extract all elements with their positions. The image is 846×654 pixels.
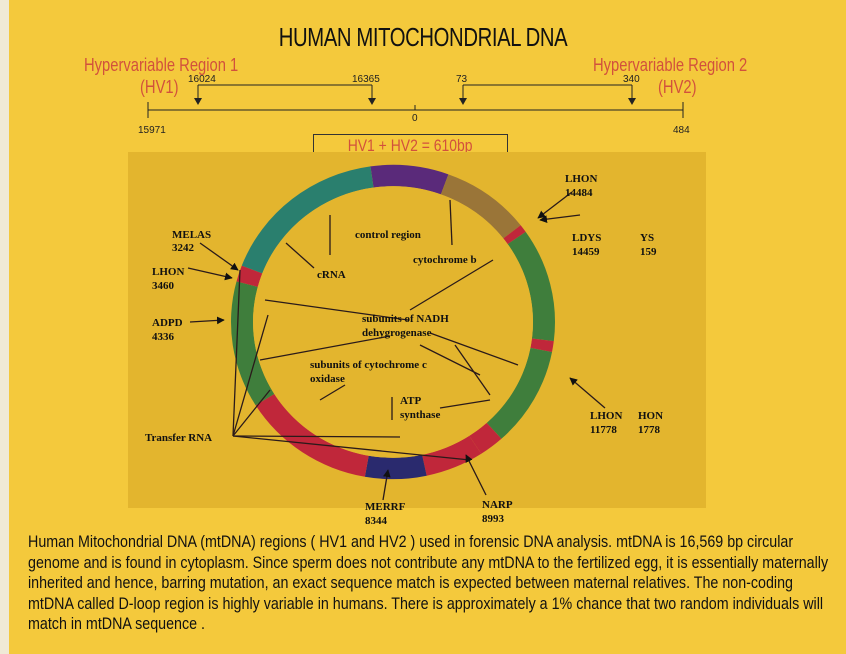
label-lhon-left-pos: 3460	[152, 280, 175, 292]
label-ys-name: YS	[640, 232, 654, 244]
label-ldys-pos: 14459	[572, 246, 600, 258]
label-adpd-pos: 4336	[152, 331, 175, 343]
label-crna: cRNA	[317, 269, 346, 281]
label-control-region: control region	[355, 229, 421, 241]
label-lhon-top-name: LHON	[565, 173, 597, 185]
label-melas-name: MELAS	[172, 229, 211, 241]
label-cytochrome-b: cytochrome b	[413, 254, 477, 266]
label-nadh-1: subunits of NADH	[362, 313, 449, 325]
label-atp-1: ATP	[400, 395, 421, 407]
label-narp-name: NARP	[482, 499, 513, 511]
label-cyto-c-2: oxidase	[310, 373, 345, 385]
label-narp-pos: 8993	[482, 513, 505, 525]
label-lhon-right-name: LHON	[590, 410, 622, 422]
label-hon-pos: 1778	[638, 424, 661, 436]
ring-segment-atp-synthase	[365, 455, 427, 479]
label-lhon-left-name: LHON	[152, 266, 184, 278]
label-merrf-name: MERRF	[365, 501, 406, 513]
label-hon-name: HON	[638, 410, 663, 422]
label-ldys-name: LDYS	[572, 232, 601, 244]
label-lhon-top-pos: 14484	[565, 187, 593, 199]
label-merrf-pos: 8344	[365, 515, 388, 527]
label-cyto-c-1: subunits of cytochrome c	[310, 359, 427, 371]
label-adpd-name: ADPD	[152, 317, 183, 329]
label-nadh-2: dehygrogenase	[362, 327, 432, 339]
caption: Human Mitochondrial DNA (mtDNA) regions …	[28, 532, 838, 635]
label-atp-2: synthase	[400, 409, 440, 421]
label-lhon-right-pos: 11778	[590, 424, 617, 436]
label-ys-pos: 159	[640, 246, 657, 258]
label-melas-pos: 3242	[172, 242, 195, 254]
caption-text: Human Mitochondrial DNA (mtDNA) regions …	[28, 532, 839, 635]
label-transfer-rna: Transfer RNA	[145, 432, 212, 444]
